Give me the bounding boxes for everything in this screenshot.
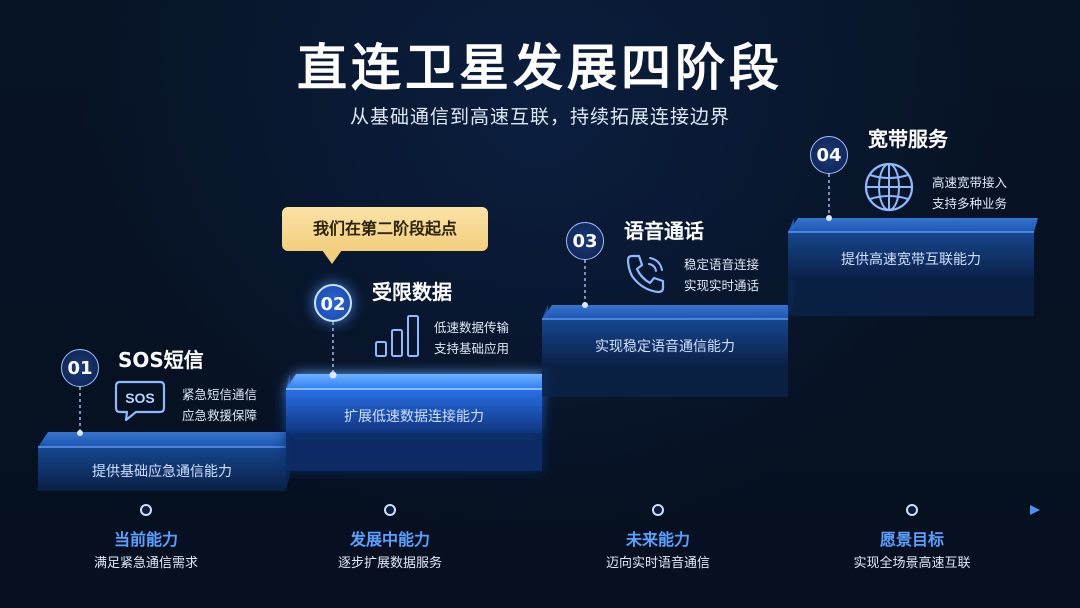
stage-title-2: 受限数据 — [372, 280, 452, 304]
timeline-label-2: 发展中能力 — [349, 530, 430, 549]
connector-lines — [79, 174, 830, 432]
stage-desc-2: 低速数据传输 支持基础应用 — [434, 317, 509, 359]
stage-desc-3-line1: 稳定语音连接 — [684, 257, 760, 272]
step-3 — [542, 305, 792, 397]
stage-number-3: 03 — [566, 222, 604, 260]
step-label-3: 实现稳定语音通信能力 — [595, 339, 735, 355]
stage-title-1: SOS短信 — [118, 348, 204, 372]
callout-pointer — [322, 250, 342, 264]
page-subtitle: 从基础通信到高速互联，持续拓展连接边界 — [349, 106, 730, 128]
stage-desc-2-line1: 低速数据传输 — [434, 320, 510, 335]
stage-number-1: 01 — [61, 349, 99, 387]
stage-title-4: 宽带服务 — [868, 127, 948, 151]
stage-desc-1: 紧急短信通信 应急救援保障 — [182, 384, 257, 426]
timeline-label-3: 未来能力 — [625, 530, 690, 549]
stage-desc-4-line2: 支持多种业务 — [932, 196, 1008, 211]
timeline-sub-4: 实现全场景高速互联 — [853, 556, 971, 571]
bar-chart-icon — [372, 312, 422, 362]
stage-desc-4-line1: 高速宽带接入 — [932, 175, 1008, 190]
current-stage-callout: 我们在第二阶段起点 — [282, 207, 488, 251]
stage-number-4: 04 — [810, 136, 848, 174]
timeline-sub-1: 满足紧急通信需求 — [93, 556, 198, 571]
step-1 — [38, 432, 290, 491]
stage-title-3: 语音通话 — [624, 219, 704, 243]
timeline — [38, 504, 1040, 516]
timeline-label-1: 当前能力 — [113, 530, 178, 549]
step-label-4: 提供高速宽带互联能力 — [841, 252, 981, 268]
sos-chat-icon: SOS — [114, 376, 166, 428]
connector-dots — [77, 215, 832, 436]
stage-desc-3: 稳定语音连接 实现实时通话 — [684, 254, 759, 296]
stage-desc-3-line2: 实现实时通话 — [684, 278, 760, 293]
globe-icon — [862, 160, 916, 218]
stage-desc-4: 高速宽带接入 支持多种业务 — [932, 172, 1007, 214]
timeline-label-4: 愿景目标 — [879, 530, 944, 549]
timeline-sub-2: 逐步扩展数据服务 — [337, 556, 442, 571]
phone-icon — [622, 250, 670, 302]
stage-desc-1-line2: 应急救援保障 — [182, 408, 258, 423]
stage-desc-2-line2: 支持基础应用 — [434, 341, 510, 356]
stage-number-2: 02 — [314, 284, 352, 322]
svg-text:SOS: SOS — [125, 390, 155, 406]
step-label-1: 提供基础应急通信能力 — [92, 464, 232, 480]
step-2 — [286, 374, 546, 471]
page-title: 直连卫星发展四阶段 — [297, 39, 783, 97]
timeline-sub-3: 迈向实时语音通信 — [605, 556, 710, 571]
step-4 — [788, 218, 1038, 316]
stage-desc-1-line1: 紧急短信通信 — [182, 387, 258, 402]
step-label-2: 扩展低速数据连接能力 — [344, 409, 484, 425]
